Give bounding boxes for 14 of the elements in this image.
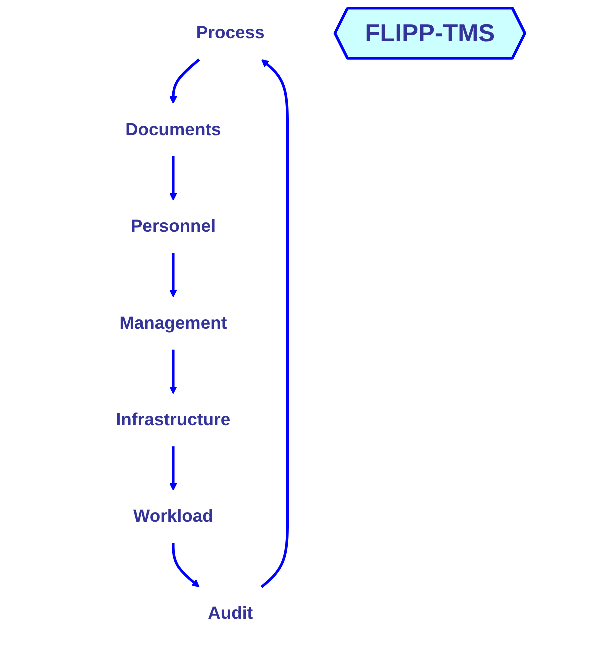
node-text: Documents (126, 120, 222, 140)
node-text: Process (196, 24, 266, 44)
node-text: Management (120, 314, 228, 334)
node-text: Personnel (131, 217, 216, 236)
arrow (170, 156, 178, 201)
arrow (170, 350, 178, 394)
arrow (170, 446, 178, 491)
node-text: Audit (208, 604, 254, 624)
arrow (170, 58, 201, 104)
node-text: Infrastructure (116, 410, 232, 430)
arrow (172, 543, 200, 588)
node-text: Workload (134, 507, 214, 527)
arrow (170, 253, 178, 298)
arrow (261, 59, 290, 588)
